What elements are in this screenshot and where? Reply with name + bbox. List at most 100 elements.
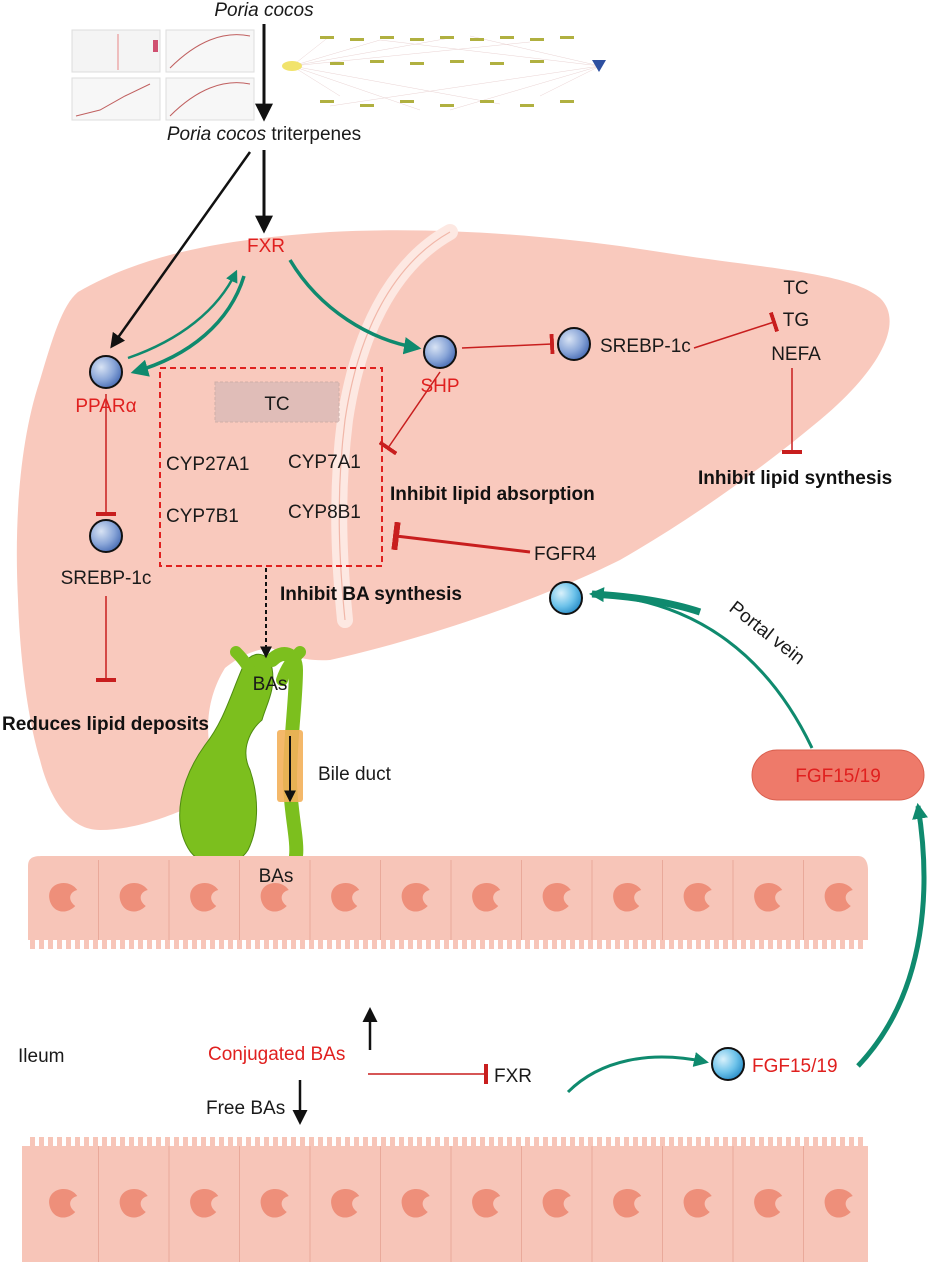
liver-shape — [16, 230, 890, 831]
microvillus — [156, 940, 161, 949]
microvillus — [66, 940, 71, 949]
microvillus — [786, 940, 791, 949]
nucleus — [260, 883, 289, 912]
microvillus — [561, 940, 566, 949]
microvillus — [75, 940, 80, 949]
microvillus — [300, 1137, 305, 1146]
microvillus — [453, 1137, 458, 1146]
arrow-fxr-to-shp — [288, 259, 422, 355]
microvillus — [507, 1137, 512, 1146]
fgfr4-cell — [549, 581, 583, 615]
microvillus — [543, 1137, 548, 1146]
microvillus — [687, 1137, 692, 1146]
shp-label: SHP — [420, 376, 459, 397]
nucleus — [472, 1189, 501, 1218]
microvillus — [381, 940, 386, 949]
microvillus — [102, 940, 107, 949]
microvillus — [462, 940, 467, 949]
microvillus — [336, 940, 341, 949]
microvillus — [327, 1137, 332, 1146]
microvillus — [714, 1137, 719, 1146]
microvillus — [651, 940, 656, 949]
microvillus — [588, 940, 593, 949]
bile-duct-label: Bile duct — [318, 764, 392, 785]
ileum-label: Ileum — [18, 1046, 64, 1067]
srebp-right-label: SREBP-1c — [600, 336, 691, 357]
microvillus — [741, 1137, 746, 1146]
nucleus — [260, 1189, 289, 1218]
microvillus — [714, 940, 719, 949]
microvillus — [390, 940, 395, 949]
microvillus — [210, 1137, 215, 1146]
enzyme-cyp8b1: CYP8B1 — [288, 502, 361, 523]
microvillus — [444, 1137, 449, 1146]
microvillus — [750, 1137, 755, 1146]
microvillus — [687, 940, 692, 949]
microvillus — [363, 1137, 368, 1146]
arrow-ppar-to-fxr — [127, 269, 238, 360]
microvillus — [336, 1137, 341, 1146]
microvillus — [273, 940, 278, 949]
lipid-nefa: NEFA — [771, 344, 821, 365]
microvillus — [255, 940, 260, 949]
microvillus — [399, 1137, 404, 1146]
fgfr4-label: FGFR4 — [534, 544, 597, 565]
conjugated-bas-label: Conjugated BAs — [208, 1044, 345, 1065]
microvillus — [291, 940, 296, 949]
microvillus — [678, 940, 683, 949]
microvillus — [201, 1137, 206, 1146]
microvillus — [237, 940, 242, 949]
intestine-lower — [22, 1137, 868, 1262]
microvillus — [633, 940, 638, 949]
microvillus — [777, 940, 782, 949]
microvillus — [795, 940, 800, 949]
microvillus — [192, 1137, 197, 1146]
microvillus — [372, 940, 377, 949]
microvillus — [228, 940, 233, 949]
microvillus — [264, 940, 269, 949]
microvillus — [804, 1137, 809, 1146]
arrow-fgf-to-pill — [856, 802, 928, 1068]
microvillus — [138, 1137, 143, 1146]
microvillus — [759, 1137, 764, 1146]
ppar-label: PPARα — [75, 396, 136, 417]
microvillus — [291, 1137, 296, 1146]
microvillus — [390, 1137, 395, 1146]
nucleus — [119, 1189, 148, 1218]
enzyme-box — [159, 367, 383, 567]
microvillus — [525, 1137, 530, 1146]
microvillus — [561, 1137, 566, 1146]
nucleus — [472, 883, 501, 912]
receptor-circles — [89, 327, 745, 1081]
microvillus — [417, 940, 422, 949]
microvillus — [372, 1137, 377, 1146]
microvillus — [615, 1137, 620, 1146]
microvillus — [831, 940, 836, 949]
microvillus — [660, 940, 665, 949]
microvillus — [435, 1137, 440, 1146]
microvillus — [363, 940, 368, 949]
shp-cell — [423, 335, 457, 369]
microvillus — [579, 1137, 584, 1146]
microvillus — [534, 940, 539, 949]
arrow-fxr-to-fgf — [566, 1052, 709, 1094]
arrow-triterpenes-to-ppar — [110, 151, 252, 349]
microvillus — [39, 1137, 44, 1146]
microvillus — [768, 1137, 773, 1146]
microvillus — [381, 1137, 386, 1146]
microvillus — [849, 940, 854, 949]
triterpenes-label: Poria cocos triterpenes — [167, 124, 361, 145]
microvillus — [228, 1137, 233, 1146]
microvillus — [183, 940, 188, 949]
srebp-right-cell — [557, 327, 591, 361]
nucleus — [613, 1189, 642, 1218]
microvillus — [813, 1137, 818, 1146]
microvillus — [642, 1137, 647, 1146]
microvillus — [30, 1137, 35, 1146]
microvillus — [786, 1137, 791, 1146]
microvillus — [246, 940, 251, 949]
microvillus — [570, 940, 575, 949]
microvillus — [822, 940, 827, 949]
microvillus — [489, 1137, 494, 1146]
